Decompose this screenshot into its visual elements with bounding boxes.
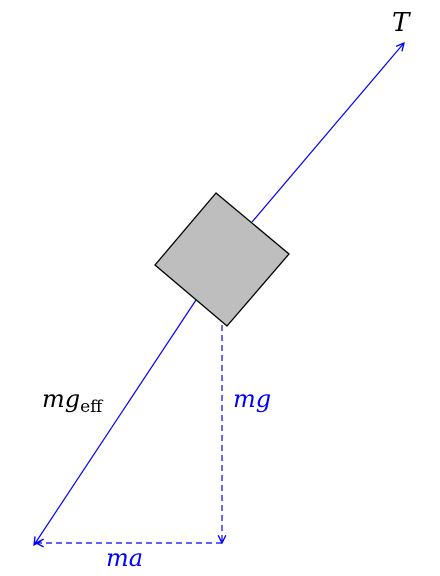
effective-weight-label-subscript: eff — [80, 397, 104, 417]
inertial-label: ma — [106, 544, 143, 572]
effective-weight-label: mgeff — [42, 385, 104, 417]
effective-weight-label-main: mg — [42, 385, 80, 413]
weight-label: mg — [233, 385, 271, 413]
hanging-block — [154, 192, 290, 327]
tension-vector — [251, 43, 404, 223]
effective-weight-vector — [34, 299, 197, 545]
tension-label: T — [392, 8, 411, 38]
